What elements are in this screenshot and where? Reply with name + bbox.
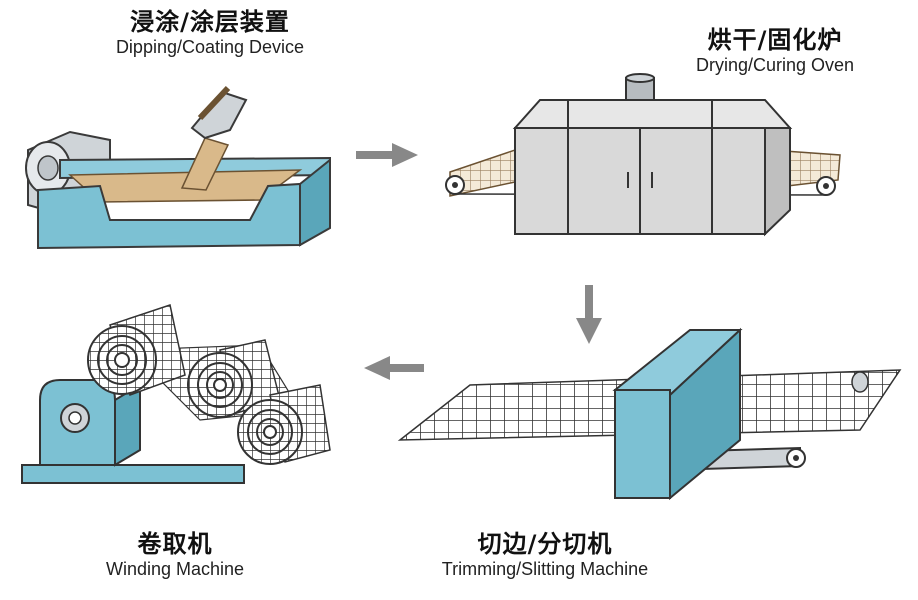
label-dipping: 浸涂/涂层装置 Dipping/Coating Device [80,8,340,58]
label-trimming-en: Trimming/Slitting Machine [441,559,649,579]
label-trimming-zh: 切边/分切机 [477,530,613,558]
label-drying-en: Drying/Curing Oven [695,55,855,75]
label-winding-en: Winding Machine [105,559,245,579]
trimming-slitting-machine [397,327,902,501]
drying-curing-oven [445,73,841,237]
arrow-trimming-to-winding [364,356,424,380]
roll-2 [187,339,281,418]
dipping-coating-device [25,85,331,250]
label-winding: 卷取机 Winding Machine [60,530,290,580]
arrow-dipping-to-drying [356,143,418,167]
roll-3 [237,384,331,465]
label-winding-zh: 卷取机 [137,530,213,558]
arrow-drying-to-trimming [576,285,602,344]
label-dipping-zh: 浸涂/涂层装置 [130,8,290,36]
label-trimming: 切边/分切机 Trimming/Slitting Machine [380,530,710,580]
label-drying-zh: 烘干/固化炉 [707,26,843,54]
label-dipping-en: Dipping/Coating Device [115,37,305,57]
winding-machine [21,304,331,484]
roll-1 [87,304,186,396]
label-drying: 烘干/固化炉 Drying/Curing Oven [660,26,890,76]
